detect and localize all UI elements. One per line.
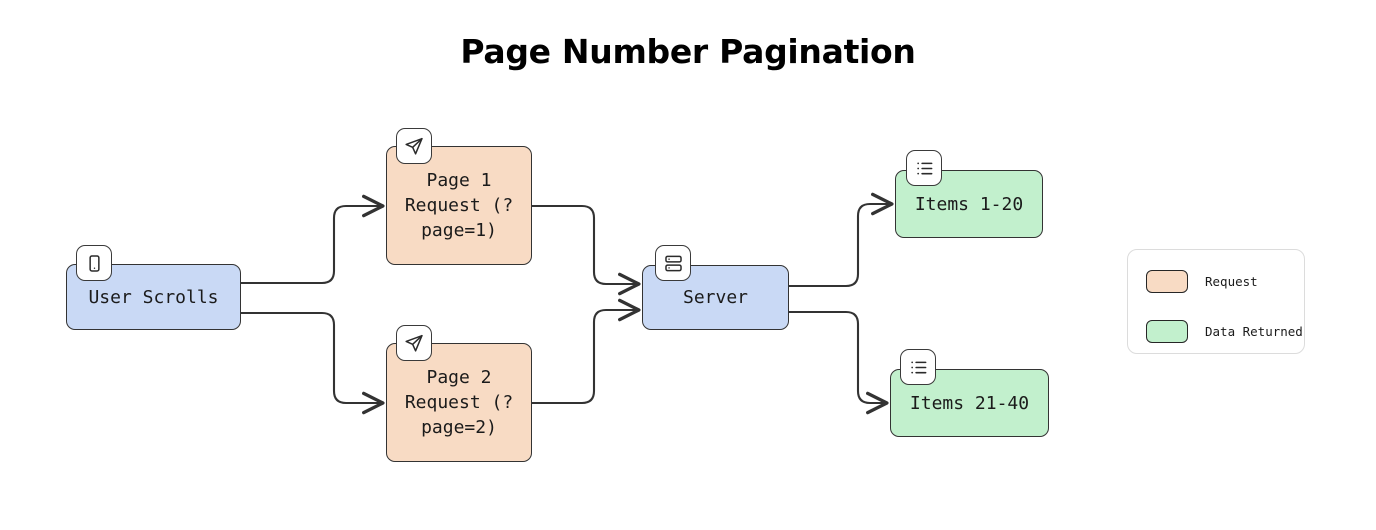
list-icon xyxy=(906,150,942,186)
node-page-1-request-label: Page 1 Request (? page=1) xyxy=(404,170,514,241)
node-page-2-request-label: Page 2 Request (? page=2) xyxy=(404,367,514,438)
legend-swatch-data-returned xyxy=(1146,319,1188,343)
send-icon xyxy=(396,128,432,164)
node-page-1-request[interactable]: Page 1 Request (? page=1) xyxy=(386,146,532,265)
edge-page1-to-server xyxy=(530,204,641,296)
edge-server-to-items1 xyxy=(787,192,894,288)
legend-label-data-returned: Data Returned xyxy=(1205,323,1303,339)
edge-server-to-items2 xyxy=(787,310,889,415)
legend-item-data-returned: Data Returned xyxy=(1146,318,1304,344)
legend-swatch-request xyxy=(1146,269,1188,293)
legend: Request Data Returned xyxy=(1127,249,1305,354)
node-items-21-40-label: Items 21-40 xyxy=(909,392,1030,414)
node-user-scrolls-label: User Scrolls xyxy=(88,286,219,308)
node-items-1-20-label: Items 1-20 xyxy=(914,193,1024,215)
send-icon xyxy=(396,325,432,361)
edge-user-to-page1 xyxy=(239,194,385,285)
node-user-scrolls[interactable]: User Scrolls xyxy=(66,264,241,330)
legend-label-request: Request xyxy=(1205,273,1258,289)
node-page-2-request[interactable]: Page 2 Request (? page=2) xyxy=(386,343,532,462)
edge-page2-to-server xyxy=(530,298,641,405)
mobile-phone-icon xyxy=(76,245,112,281)
node-server-label: Server xyxy=(682,287,749,308)
page-title: Page Number Pagination xyxy=(460,32,916,71)
server-rack-icon xyxy=(655,245,691,281)
edge-user-to-page2 xyxy=(239,311,385,415)
legend-item-request: Request xyxy=(1146,268,1304,294)
list-icon xyxy=(900,349,936,385)
